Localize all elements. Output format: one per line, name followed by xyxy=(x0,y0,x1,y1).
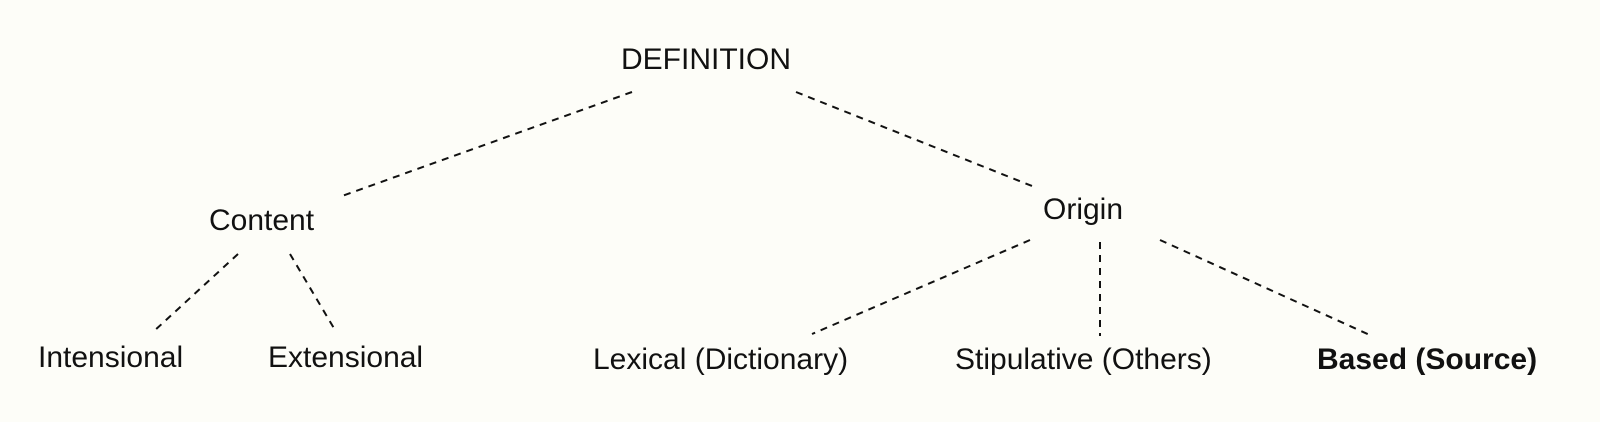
edge-content-intensional xyxy=(152,253,239,333)
edge-origin-based xyxy=(1159,239,1373,337)
edge-definition-origin xyxy=(795,91,1033,187)
edge-content-extensional xyxy=(289,253,336,331)
node-definition: DEFINITION xyxy=(621,43,791,76)
node-origin: Origin xyxy=(1043,193,1124,226)
edge-origin-lexical xyxy=(811,239,1031,335)
node-lexical: Lexical (Dictionary) xyxy=(593,343,849,376)
node-extensional: Extensional xyxy=(268,341,424,374)
node-intensional: Intensional xyxy=(38,341,184,374)
node-stipulative: Stipulative (Others) xyxy=(955,343,1212,376)
node-based: Based (Source) xyxy=(1317,343,1538,376)
node-content: Content xyxy=(209,204,315,237)
edge-definition-content xyxy=(341,91,633,197)
